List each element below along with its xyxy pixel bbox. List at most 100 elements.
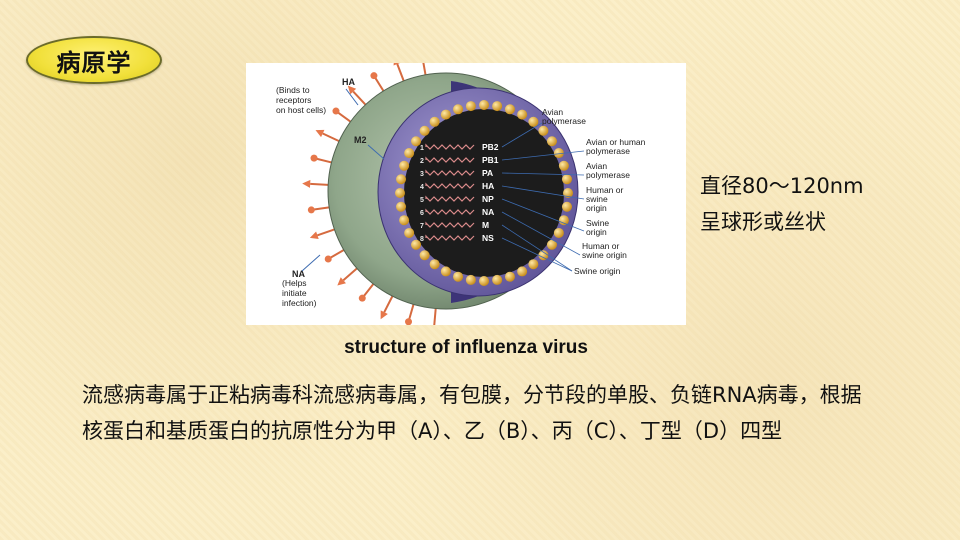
origin-pointers (501, 122, 585, 272)
slide-title: 病原学 (56, 48, 132, 77)
matrix-bead (492, 101, 503, 112)
matrix-bead (419, 250, 430, 261)
na-spike-head (370, 72, 378, 80)
matrix-bead (504, 104, 515, 115)
segment-number: 3 (420, 171, 424, 178)
matrix-bead (479, 276, 489, 286)
origin-pointer (501, 237, 573, 272)
matrix-bead (399, 215, 410, 226)
matrix-bead (553, 227, 564, 238)
na-spike-head (310, 154, 318, 162)
segment-label: PB2 (482, 142, 499, 152)
origin-label-1a: Avian (542, 107, 563, 117)
matrix-bead (558, 215, 569, 226)
matrix-bead (538, 125, 549, 136)
matrix-bead (440, 266, 451, 277)
segment-number: 2 (420, 158, 424, 165)
diameter-text: 直径80～120nm (700, 174, 864, 198)
rna-strand (425, 208, 475, 215)
origin-pointer (501, 172, 585, 176)
rna-strand (425, 169, 475, 176)
segment-label: PB1 (482, 155, 499, 165)
segment-label: NS (482, 233, 494, 243)
segment-label: NA (482, 207, 494, 217)
m2-pointer (367, 144, 385, 160)
origin-pointer (501, 122, 543, 148)
matrix-bead (404, 148, 415, 159)
origin-label-3a: Avian (586, 161, 607, 171)
matrix-bead (561, 201, 572, 212)
matrix-bead (563, 188, 573, 198)
origin-label-2a: Avian or human (586, 137, 646, 147)
ha-note-line-3: on host cells) (276, 105, 326, 115)
na-spike-head (324, 255, 332, 263)
matrix-bead (553, 148, 564, 159)
matrix-bead (396, 174, 407, 185)
ha-note-line-1: (Binds to (276, 85, 310, 95)
matrix-bead (558, 160, 569, 171)
surface-spikes (302, 63, 437, 325)
m2-label: M2 (354, 135, 367, 145)
spike-stalk (310, 182, 329, 186)
matrix-bead (465, 101, 476, 112)
matrix-bead (396, 201, 407, 212)
ha-pointer (345, 88, 359, 106)
ha-label: HA (342, 77, 355, 87)
segment-number: 4 (420, 184, 424, 191)
shape-text: 呈球形或丝状 (700, 210, 826, 234)
ha-note-line-2: receptors (276, 95, 311, 105)
origin-label-4b: swine (586, 194, 608, 204)
viral-core (404, 109, 564, 277)
origin-label-4a: Human or (586, 185, 623, 195)
matrix-bead (538, 250, 549, 261)
na-note-line-2: initiate (282, 288, 307, 298)
segment-number: 8 (420, 236, 424, 243)
matrix-protein-ring (395, 100, 573, 286)
matrix-bead (465, 274, 476, 285)
matrix-bead (411, 136, 422, 147)
rna-strand (425, 143, 475, 150)
origin-pointer (501, 185, 585, 200)
na-spike-head (358, 294, 366, 302)
na-label: NA (292, 269, 305, 279)
segment-label: PA (482, 168, 493, 178)
origin-label-6a: Human or (582, 241, 619, 251)
rna-strand (425, 195, 475, 202)
spike-stalk (396, 63, 405, 82)
matrix-bead (517, 266, 528, 277)
matrix-bead (395, 188, 405, 198)
matrix-bead (453, 271, 464, 282)
matrix-bead (429, 116, 440, 127)
matrix-bead (546, 239, 557, 250)
spike-stalk (322, 132, 340, 143)
na-note-line-1: (Helps (282, 278, 307, 288)
origin-label-2b: polymerase (586, 146, 630, 156)
na-pointer (301, 254, 321, 272)
title-badge: 病原学 (26, 36, 162, 84)
matrix-bead (429, 259, 440, 270)
origin-label-6b: swine origin (582, 250, 627, 260)
origin-label-1b: polymerase (542, 116, 586, 126)
ha-spike-head (315, 129, 325, 138)
spike-stalk (352, 90, 367, 106)
matrix-bead (419, 125, 430, 136)
na-spike-head (307, 206, 315, 214)
segment-number: 1 (420, 145, 424, 152)
origin-pointer (501, 224, 573, 272)
na-spike-head (332, 107, 340, 115)
segment-label: M (482, 220, 489, 230)
origin-pointer (501, 198, 585, 232)
origin-label-5a: Swine (586, 218, 609, 228)
rna-strand (425, 234, 475, 241)
matrix-bead (546, 136, 557, 147)
ha-spike-head (380, 310, 388, 320)
matrix-bead (411, 239, 422, 250)
spike-stalk (342, 267, 358, 281)
matrix-bead (440, 109, 451, 120)
matrix-bead (504, 271, 515, 282)
rna-strand (425, 182, 475, 189)
